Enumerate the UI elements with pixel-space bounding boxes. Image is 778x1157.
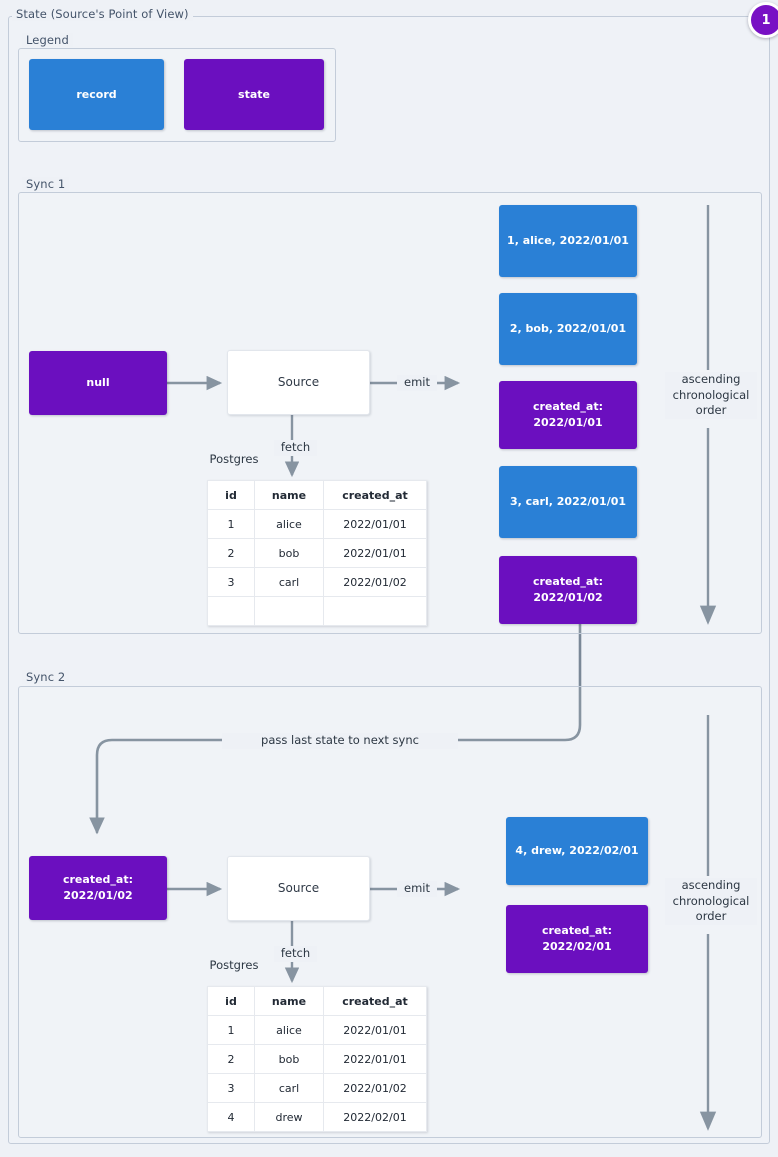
table-row: 2 bob 2022/01/01 <box>207 1044 427 1074</box>
cell-id: 4 <box>207 1102 255 1132</box>
cell-name <box>254 596 324 626</box>
step-badge[interactable]: 1 <box>748 2 778 38</box>
cell-name: alice <box>254 1015 324 1045</box>
legend-label-record: record <box>76 87 117 101</box>
cell-name: bob <box>254 1044 324 1074</box>
sync2-input-state: created_at: 2022/01/02 <box>29 856 167 920</box>
table-row: 1 alice 2022/01/01 <box>207 1015 427 1045</box>
cell-created-at: 2022/01/02 <box>323 567 427 597</box>
sync1-emitted-state-2: created_at: 2022/01/02 <box>499 556 637 624</box>
sync2-emitted-record-1-text: 4, drew, 2022/02/01 <box>515 844 639 858</box>
sync2-emitted-record-1: 4, drew, 2022/02/01 <box>506 817 648 885</box>
sync2-source: Source <box>227 856 370 921</box>
legend-swatch-state: state <box>184 59 324 130</box>
sync1-input-state: null <box>29 351 167 415</box>
sync1-postgres-table: id name created_at 1 alice 2022/01/01 2 … <box>207 480 427 626</box>
sync1-emitted-state-2-text: created_at: 2022/01/02 <box>532 575 603 604</box>
cell-name: alice <box>254 509 324 539</box>
table-header-row: id name created_at <box>207 480 427 510</box>
th-name: name <box>254 986 324 1016</box>
diagram-title: State (Source's Point of View) <box>12 7 193 21</box>
cell-id: 3 <box>207 1073 255 1103</box>
cell-created-at: 2022/01/01 <box>323 1044 427 1074</box>
sync1-emit-label: emit <box>397 375 437 391</box>
th-name: name <box>254 480 324 510</box>
legend-label: Legend <box>22 33 73 47</box>
th-created-at: created_at <box>323 480 427 510</box>
sync2-emitted-state-1-text: created_at: 2022/02/01 <box>541 924 612 953</box>
sync2-input-state-text: created_at: 2022/01/02 <box>62 873 133 902</box>
legend-label-state: state <box>238 87 270 101</box>
cell-name: bob <box>254 538 324 568</box>
sync2-label: Sync 2 <box>22 670 70 684</box>
cell-created-at: 2022/02/01 <box>323 1102 427 1132</box>
table-row: 3 carl 2022/01/02 <box>207 1073 427 1103</box>
cell-id <box>207 596 255 626</box>
sync1-label: Sync 1 <box>22 177 70 191</box>
pass-state-label: pass last state to next sync <box>222 733 458 749</box>
cell-name: carl <box>254 1073 324 1103</box>
sync2-source-text: Source <box>277 880 320 895</box>
cell-id: 2 <box>207 538 255 568</box>
cell-created-at: 2022/01/01 <box>323 1015 427 1045</box>
th-id: id <box>207 480 255 510</box>
cell-created-at: 2022/01/02 <box>323 1073 427 1103</box>
th-created-at: created_at <box>323 986 427 1016</box>
legend-swatch-record: record <box>29 59 164 130</box>
cell-id: 1 <box>207 509 255 539</box>
cell-name: carl <box>254 567 324 597</box>
cell-created-at <box>323 596 427 626</box>
table-header-row: id name created_at <box>207 986 427 1016</box>
sync2-emitted-state-1: created_at: 2022/02/01 <box>506 905 648 973</box>
cell-created-at: 2022/01/01 <box>323 538 427 568</box>
sync1-emitted-state-1: created_at: 2022/01/01 <box>499 381 637 449</box>
table-row: 2 bob 2022/01/01 <box>207 538 427 568</box>
sync2-order-note: ascending chronological order <box>665 878 757 925</box>
sync1-emitted-state-1-text: created_at: 2022/01/01 <box>532 400 603 429</box>
sync2-postgres-table: id name created_at 1 alice 2022/01/01 2 … <box>207 986 427 1132</box>
cell-id: 3 <box>207 567 255 597</box>
cell-id: 1 <box>207 1015 255 1045</box>
step-badge-text: 1 <box>761 12 771 28</box>
sync1-emitted-record-3-text: 3, carl, 2022/01/01 <box>509 495 627 509</box>
table-row-empty <box>207 596 427 626</box>
sync2-postgres-label: Postgres <box>209 958 259 972</box>
cell-name: drew <box>254 1102 324 1132</box>
sync1-emitted-record-1-text: 1, alice, 2022/01/01 <box>507 234 629 248</box>
table-row: 4 drew 2022/02/01 <box>207 1102 427 1132</box>
sync1-fetch-label: fetch <box>274 440 317 456</box>
th-id: id <box>207 986 255 1016</box>
sync1-emitted-record-2: 2, bob, 2022/01/01 <box>499 293 637 365</box>
sync1-postgres-label: Postgres <box>209 452 259 466</box>
table-row: 1 alice 2022/01/01 <box>207 509 427 539</box>
sync2-fetch-label: fetch <box>274 946 317 962</box>
sync1-source-text: Source <box>277 374 320 389</box>
sync1-input-state-text: null <box>86 376 110 390</box>
sync1-order-note: ascending chronological order <box>665 372 757 419</box>
sync1-emitted-record-1: 1, alice, 2022/01/01 <box>499 205 637 277</box>
sync2-emit-label: emit <box>397 881 437 897</box>
sync1-emitted-record-3: 3, carl, 2022/01/01 <box>499 466 637 538</box>
sync1-emitted-record-2-text: 2, bob, 2022/01/01 <box>509 322 627 336</box>
table-row: 3 carl 2022/01/02 <box>207 567 427 597</box>
cell-id: 2 <box>207 1044 255 1074</box>
cell-created-at: 2022/01/01 <box>323 509 427 539</box>
sync1-source: Source <box>227 350 370 415</box>
